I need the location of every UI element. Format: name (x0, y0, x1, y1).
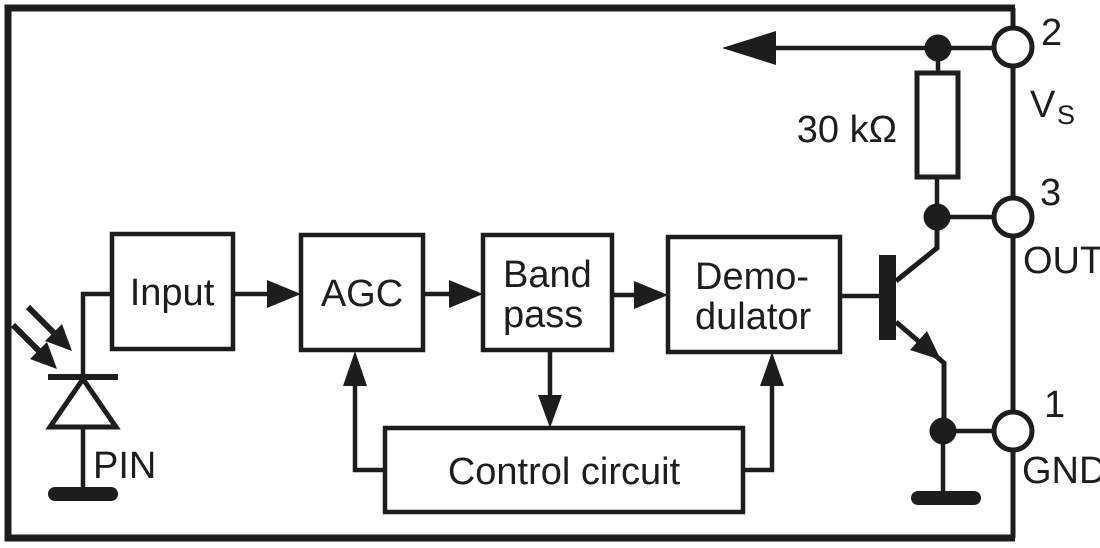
resistor-body (914, 70, 961, 180)
pin-gnd-name: GND (1022, 450, 1100, 492)
demodulator-label-line1: Demo- (695, 256, 809, 298)
photodiode-triangle (45, 374, 121, 430)
demodulator-box (665, 234, 843, 355)
pin-3-number: 3 (1040, 172, 1061, 214)
right-arrowhead-icon (267, 280, 301, 308)
ground-node (911, 428, 994, 505)
up-arrowhead-icon (343, 351, 367, 386)
block-control-circuit: Control circuit (382, 425, 746, 515)
agc-label: AGC (321, 273, 403, 315)
right-arrowhead-icon (449, 280, 483, 308)
pin-terminal-3 (991, 195, 1035, 239)
block-bandpass: Band pass (480, 232, 615, 353)
up-arrowhead-icon (760, 352, 784, 386)
photodiode-label: PIN (93, 445, 156, 487)
light-ray-shaft (10, 322, 42, 354)
junction-dot (929, 417, 957, 445)
light-ray-arrowhead-icon (30, 342, 57, 369)
block-agc: AGC (298, 232, 426, 353)
signal-flow-arrows (233, 280, 668, 309)
resistor-value-label: 30 kΩ (797, 109, 897, 151)
emitter-wire (894, 320, 947, 431)
pin-vs-name: V (1030, 84, 1056, 126)
package-outline (4, 4, 1016, 542)
light-ray-arrowhead-icon (45, 324, 72, 351)
left-arrowhead-icon (722, 31, 776, 65)
pin-out-name: OUT (1023, 240, 1100, 282)
pullup-resistor: 30 kΩ (797, 48, 961, 217)
ground-bar-icon (911, 491, 981, 505)
pin-2-number: 2 (1041, 12, 1062, 54)
right-arrowhead-icon (634, 281, 668, 309)
output-transistor (840, 217, 947, 431)
bandpass-label-line2: pass (503, 294, 583, 336)
supply-rail (722, 31, 994, 65)
pin-terminal-1 (991, 409, 1035, 453)
pin-vs-name-subscript: S (1057, 100, 1075, 130)
block-input: Input (109, 231, 236, 352)
pin-terminal-2 (991, 25, 1035, 69)
control-circuit-box (382, 425, 746, 515)
emitter-arrowhead-icon (910, 331, 941, 360)
input-box (109, 231, 236, 352)
package-border (4, 4, 1015, 542)
input-label: Input (130, 272, 215, 314)
ground-bar-icon (48, 487, 118, 501)
pin-labels: 2 V S 3 OUT 1 GND (1022, 12, 1100, 492)
control-feedback-paths (343, 350, 784, 473)
block-demodulator: Demo- dulator (665, 234, 843, 355)
junction-dot (924, 34, 952, 62)
demodulator-label-line2: dulator (695, 296, 812, 338)
photodiode-to-input-wire (80, 291, 112, 377)
bandpass-label-line1: Band (503, 254, 592, 296)
down-arrowhead-icon (538, 395, 562, 428)
bandpass-box (480, 232, 615, 353)
control-to-agc-wire (352, 382, 385, 473)
control-circuit-label: Control circuit (448, 451, 681, 493)
pin-photodiode: PIN (10, 291, 156, 501)
transistor-base-bar (879, 255, 896, 340)
control-to-demodulator-wire (743, 382, 775, 473)
light-ray-shaft (25, 304, 57, 336)
light-rays-icon (10, 304, 72, 369)
pin-1-number: 1 (1044, 384, 1065, 426)
junction-dot (923, 203, 951, 231)
